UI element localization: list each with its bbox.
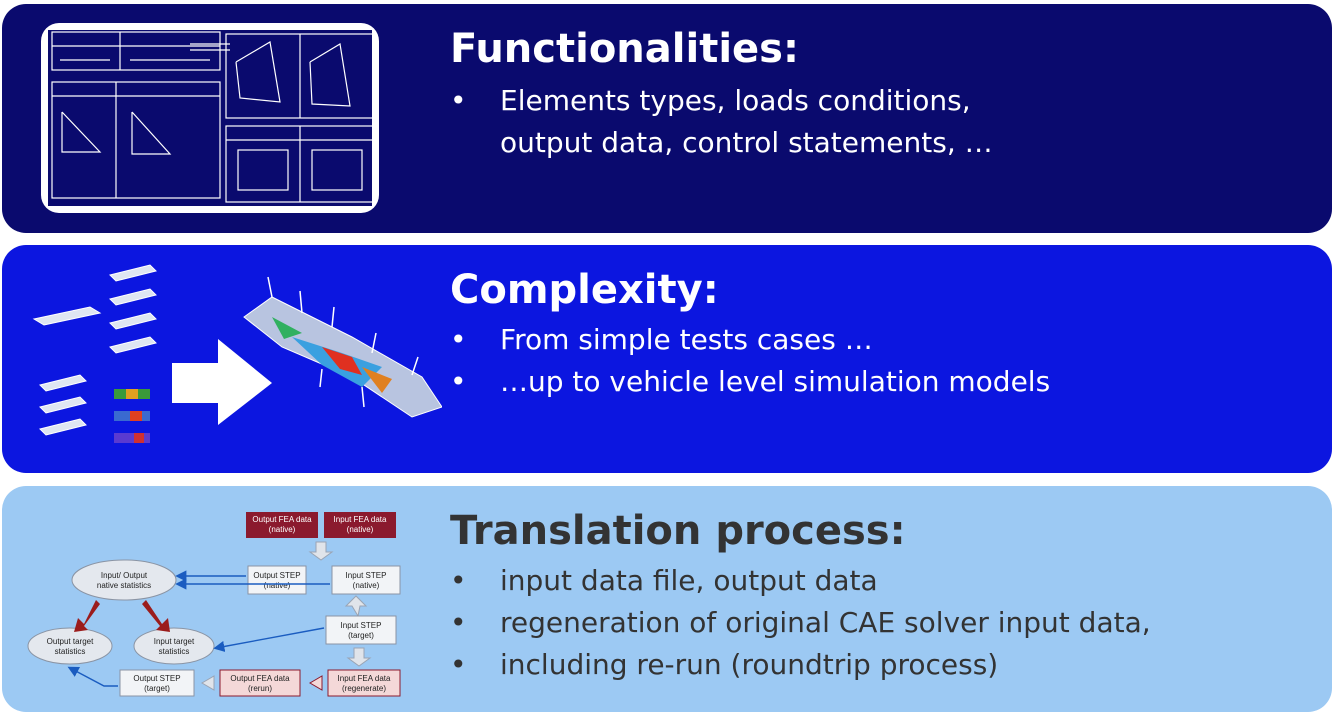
complexity-bullet-2: • …up to vehicle level simulation models <box>450 361 1050 403</box>
output-fea-native-line1: Output FEA data <box>252 515 312 524</box>
panel-functionalities: Functionalities: • Elements types, loads… <box>2 4 1332 233</box>
output-target-statistics-line1: Output target <box>47 637 94 646</box>
output-step-target-line1: Output STEP <box>133 674 180 683</box>
bullet-marker: • <box>450 84 467 117</box>
input-step-native-line1: Input STEP <box>346 571 387 580</box>
input-fea-native-box <box>324 512 396 538</box>
bullet-text: …up to vehicle level simulation models <box>500 365 1051 398</box>
input-step-target-line2: (target) <box>348 631 374 640</box>
complexity-models-image <box>22 257 443 466</box>
complexity-title: Complexity: <box>450 267 719 313</box>
output-fea-rerun-line2: (rerun) <box>248 684 272 693</box>
input-fea-regenerate-line1: Input FEA data <box>338 674 391 683</box>
output-fea-rerun-line1: Output FEA data <box>230 674 290 683</box>
bullet-text: regeneration of original CAE solver inpu… <box>500 606 1151 639</box>
bullet-marker: • <box>450 648 467 681</box>
input-target-statistics-line2: statistics <box>159 647 190 656</box>
bullet-text: From simple tests cases … <box>500 323 873 356</box>
bullet-text: output data, control statements, … <box>500 126 993 159</box>
functionalities-bullet-1-continued: output data, control statements, … <box>450 122 993 164</box>
complexity-bullet-list: • From simple tests cases … • …up to veh… <box>450 319 1050 403</box>
native-statistics-line2: native statistics <box>97 581 151 590</box>
panel-complexity: Complexity: • From simple tests cases … … <box>2 245 1332 473</box>
bullet-marker: • <box>450 606 467 639</box>
output-fea-rerun-box <box>219 669 301 697</box>
output-fea-native-box <box>246 512 318 538</box>
bullet-text: Elements types, loads conditions, <box>500 84 971 117</box>
input-fea-regenerate-line2: (regenerate) <box>342 684 386 693</box>
output-target-statistics-ellipse <box>27 627 113 665</box>
translation-title: Translation process: <box>450 508 906 554</box>
bullet-text: including re-run (roundtrip process) <box>500 648 999 681</box>
translation-bullet-3: • including re-run (roundtrip process) <box>450 644 1151 686</box>
functionalities-bullet-list: • Elements types, loads conditions, outp… <box>450 80 993 164</box>
output-step-native-line1: Output STEP <box>253 571 300 580</box>
bullet-text: input data file, output data <box>500 564 878 597</box>
input-target-statistics-line1: Input target <box>154 637 195 646</box>
input-step-target-line1: Input STEP <box>341 621 382 630</box>
bullet-marker: • <box>450 564 467 597</box>
translation-bullet-1: • input data file, output data <box>450 560 1151 602</box>
input-step-native-line2: (native) <box>353 581 380 590</box>
output-step-native-line2: (native) <box>264 581 291 590</box>
translation-bullet-2: • regeneration of original CAE solver in… <box>450 602 1151 644</box>
output-step-target-line2: (target) <box>144 684 170 693</box>
output-step-native-box <box>247 565 307 595</box>
panel-translation-process: Output FEA data (native) Input FEA data … <box>2 486 1332 712</box>
output-step-target-box <box>119 669 195 697</box>
translation-bullet-list: • input data file, output data • regener… <box>450 560 1151 686</box>
input-fea-regenerate-box <box>327 669 401 697</box>
input-target-statistics-ellipse <box>133 627 215 665</box>
functionalities-bullet-1: • Elements types, loads conditions, <box>450 80 993 122</box>
functionalities-title: Functionalities: <box>450 26 799 72</box>
input-fea-native-line2: (native) <box>347 525 374 534</box>
complexity-bullet-1: • From simple tests cases … <box>450 319 1050 361</box>
bullet-marker: • <box>450 365 467 398</box>
translation-process-diagram: Output FEA data (native) Input FEA data … <box>24 508 414 702</box>
functionalities-schematic-image <box>40 22 380 218</box>
input-step-native-box <box>331 565 401 595</box>
input-fea-native-line1: Input FEA data <box>334 515 387 524</box>
input-step-target-box <box>325 615 397 645</box>
native-statistics-line1: Input/ Output <box>101 571 148 580</box>
native-statistics-ellipse <box>71 559 177 601</box>
output-target-statistics-line2: statistics <box>55 647 86 656</box>
output-fea-native-line2: (native) <box>269 525 296 534</box>
bullet-marker: • <box>450 323 467 356</box>
